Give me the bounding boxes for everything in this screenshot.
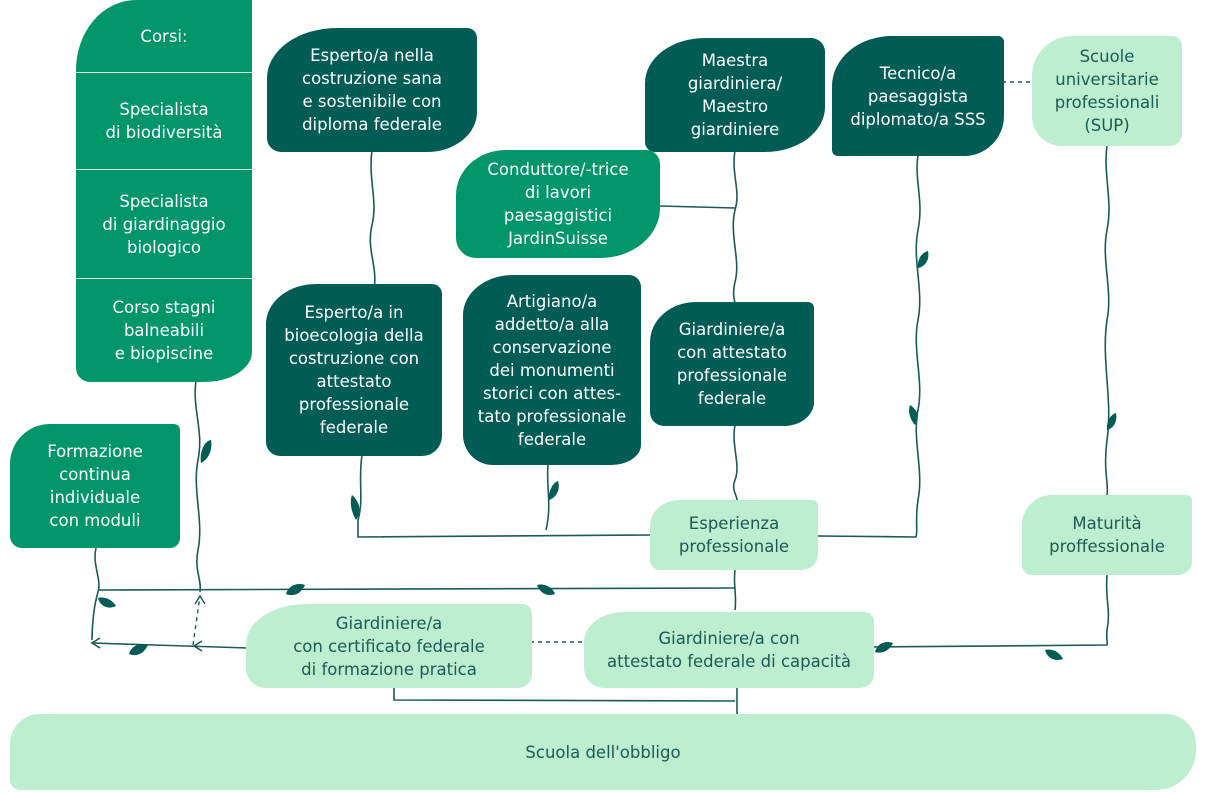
courses-panel: Corsi: Specialista di biodiversità Speci… [76, 0, 252, 382]
node-giardiniere-afc: Giardiniere/a con attestato federale di … [584, 612, 874, 688]
connector-horizontal-lower [91, 642, 249, 649]
node-esperto-bioecologia: Esperto/a in bioecologia della costruzio… [266, 284, 442, 456]
courses-header: Corsi: [76, 0, 252, 73]
node-esperto-costruzione-sana: Esperto/a nella costruzione sana e soste… [267, 28, 477, 152]
node-esperienza-professionale: Esperienza professionale [650, 500, 818, 570]
connector-cfp-scuola [393, 688, 736, 702]
course-item-biodiversita: Specialista di biodiversità [76, 73, 252, 170]
connector-esperienza-down [733, 569, 737, 611]
connector-maturita-afc [871, 574, 1110, 648]
node-artigiano-monumenti: Artigiano/a addetto/a alla conservazione… [463, 275, 641, 465]
leaf-icon [875, 642, 893, 653]
arrow-head-left-2 [192, 640, 203, 652]
connector-courses [194, 379, 202, 593]
node-conduttore-lavori: Conduttore/-trice di lavori paesaggistic… [456, 150, 660, 258]
leaf-icon [909, 405, 918, 425]
leaf-icon [200, 440, 212, 463]
leaf-icon [286, 584, 305, 596]
node-scuole-universitarie: Scuole universitarie professionali (SUP) [1032, 36, 1182, 146]
connector-artigiano [545, 464, 550, 531]
connector-apf-esperienza [732, 424, 738, 501]
connector-formazione [91, 547, 100, 641]
leaf-icon [1106, 413, 1117, 430]
node-tecnico-paesaggista: Tecnico/a paesaggista diplomato/a SSS [832, 36, 1004, 156]
node-giardiniere-cfp: Giardiniere/a con certificato federale d… [246, 604, 532, 688]
connector-conduttore [659, 205, 736, 209]
course-item-giardinaggio-biologico: Specialista di giardinaggio biologico [76, 170, 252, 279]
connector-tecnico-esperienza [817, 154, 921, 538]
node-formazione-continua: Formazione continua individuale con modu… [10, 424, 180, 548]
leaf-icon [537, 584, 555, 595]
connector-costruzione-bioecologia [369, 149, 376, 291]
arrow-head-left-1 [90, 637, 101, 649]
leaf-icon [1045, 649, 1063, 660]
leaf-icon [548, 481, 559, 500]
node-maturita-professionale: Maturità proffessionale [1022, 495, 1192, 575]
leaf-icon [350, 495, 360, 520]
connector-bioecologia-esperienza [357, 454, 653, 538]
connector-horizontal-upper [97, 587, 736, 591]
node-scuola-obbligo: Scuola dell'obbligo [10, 714, 1196, 790]
connector-sup-maturita [1104, 144, 1110, 496]
leaf-icon [98, 597, 116, 608]
leaf-icon [129, 644, 148, 656]
course-item-stagni-biopiscine: Corso stagni balneabili e biopiscine [112, 298, 216, 363]
arrow-head-up [194, 594, 206, 605]
node-maestro-giardiniere: Maestra giardiniera/ Maestro giardiniere [645, 38, 825, 152]
leaf-icon [917, 251, 929, 268]
connector-maestro-apf [732, 149, 738, 311]
node-giardiniere-attestato-professionale: Giardiniere/a con attestato professional… [650, 302, 814, 426]
dashed-cfp-up [192, 595, 201, 646]
